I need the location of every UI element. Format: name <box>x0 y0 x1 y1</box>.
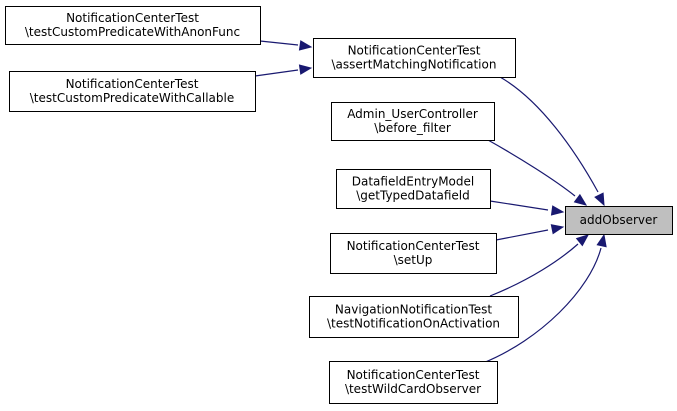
caller-node-n_navigation[interactable]: NavigationNotificationTest\testNotificat… <box>309 296 519 338</box>
node-label-line: NotificationCenterTest <box>66 11 199 25</box>
node-label-line: NavigationNotificationTest <box>335 303 493 317</box>
node-label-line: \testCustomPredicateWithAnonFunc <box>25 25 240 39</box>
node-label-line: \before_filter <box>374 121 451 135</box>
node-label-line: \assertMatchingNotification <box>332 58 497 72</box>
nodes-layer: NotificationCenterTest\testCustomPredica… <box>5 6 673 404</box>
caller-node-n_admin[interactable]: Admin_UserController\before_filter <box>331 102 495 141</box>
node-label-line: \testNotificationOnActivation <box>327 317 500 331</box>
edge-line <box>489 243 579 297</box>
edge-line <box>259 40 299 46</box>
arrowhead <box>575 234 590 247</box>
caller-node-n_callable[interactable]: NotificationCenterTest\testCustomPredica… <box>9 71 256 112</box>
node-label-line: NotificationCenterTest <box>347 368 480 382</box>
node-label-line: NotificationCenterTest <box>347 239 480 253</box>
caller-node-n_datafield[interactable]: DatafieldEntryModel\getTypedDatafield <box>336 169 491 209</box>
edge-line <box>487 139 576 197</box>
arrowhead <box>573 193 588 206</box>
arrowhead <box>594 192 605 207</box>
edge-n_datafield-to-addObserver <box>489 200 565 216</box>
edge-n_callable-to-n_assert <box>254 64 313 77</box>
node-label-line: NotificationCenterTest <box>66 77 199 91</box>
node-box <box>313 38 516 78</box>
edge-line <box>489 200 549 211</box>
target-node-addObserver[interactable]: addObserver <box>565 206 673 235</box>
edge-n_admin-to-addObserver <box>487 139 588 206</box>
node-label-line: DatafieldEntryModel <box>352 175 475 189</box>
caller-node-n_wildcard[interactable]: NotificationCenterTest\testWildCardObser… <box>329 361 498 404</box>
node-label-line: \setUp <box>394 253 433 267</box>
edge-n_anonfunc-to-n_assert <box>259 40 313 51</box>
caller-node-n_setup[interactable]: NotificationCenterTest\setUp <box>330 233 497 274</box>
node-label-line: \testCustomPredicateWithCallable <box>30 91 234 105</box>
node-box <box>336 169 491 209</box>
edge-line <box>254 69 299 77</box>
arrowhead <box>596 233 607 248</box>
caller-node-n_anonfunc[interactable]: NotificationCenterTest\testCustomPredica… <box>5 6 261 45</box>
edge-n_assert-to-addObserver <box>499 76 605 207</box>
node-box <box>565 206 673 235</box>
node-box <box>330 233 497 274</box>
node-label-line: Admin_UserController <box>347 107 478 121</box>
node-label-line: addObserver <box>580 213 658 227</box>
arrowhead <box>550 205 565 216</box>
node-label-line: \testWildCardObserver <box>345 382 481 396</box>
edges-layer <box>254 40 607 364</box>
arrowhead <box>550 224 565 235</box>
node-label-line: \getTypedDatafield <box>356 189 469 203</box>
edge-n_setup-to-addObserver <box>495 224 565 241</box>
edge-line <box>495 229 549 241</box>
node-box <box>5 6 261 45</box>
node-box <box>329 361 498 404</box>
node-box <box>309 296 519 338</box>
edge-n_wildcard-to-addObserver <box>482 233 607 364</box>
node-box <box>331 102 495 141</box>
node-box <box>9 71 256 112</box>
arrowhead <box>298 40 313 51</box>
edge-line <box>482 247 602 364</box>
node-label-line: NotificationCenterTest <box>348 44 481 58</box>
caller-node-n_assert[interactable]: NotificationCenterTest\assertMatchingNot… <box>313 38 516 78</box>
edge-n_navigation-to-addObserver <box>489 234 590 297</box>
edge-line <box>499 76 599 193</box>
arrowhead <box>298 64 313 75</box>
